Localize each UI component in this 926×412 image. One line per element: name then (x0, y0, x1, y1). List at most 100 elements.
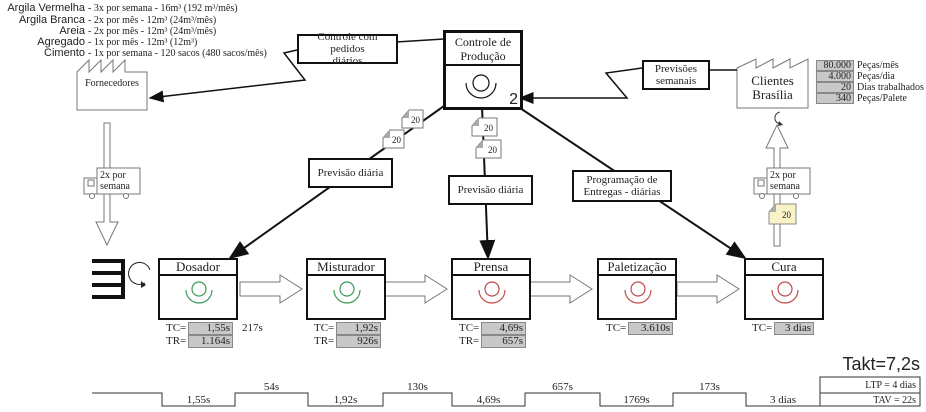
push-arrow-icon (384, 274, 448, 304)
operator-icon-red (624, 281, 652, 304)
prensa-data: TC=4,69s TR=657s (459, 322, 526, 348)
production-control-line2: Produção (460, 49, 506, 63)
timeline-lower-label: 1,92s (333, 394, 358, 406)
truck-outbound-line1: 2x por (770, 170, 796, 181)
delivery-schedule-line1: Programação de (586, 174, 658, 186)
production-control-title: Controle de Produção (446, 33, 520, 66)
operator-icon-red (771, 281, 799, 304)
customer-forecast-line2: semanais (655, 75, 697, 87)
truck-inbound-label: 2x por semana (100, 170, 130, 192)
supplier-row: Areia- 2x por mês - 12m³ (24m³/mês) (59, 25, 217, 38)
supplier-row: Cimento- 1x por semana - 120 sacos (480 … (44, 47, 267, 60)
forecast-dosador-label: Previsão diária (317, 167, 384, 179)
operator-icon-red (478, 281, 506, 304)
tr-value: 657s (481, 335, 526, 348)
operator-count: 2 (509, 91, 518, 108)
tc-label: TC= (166, 322, 187, 334)
timeline-lower-label: 1,55s (186, 394, 211, 406)
process-misturador[interactable]: Misturador (306, 258, 386, 320)
customer-forecast-line1: Previsões (654, 63, 698, 75)
customer-factory-label: Clientes Brasília (737, 74, 808, 102)
process-title: Misturador (308, 260, 384, 276)
tc-label: TC= (314, 322, 335, 334)
tr-value: 1.164s (188, 335, 233, 348)
dosador-extra-time: 217s (242, 322, 263, 334)
cura-data: TC=3 dias (752, 322, 814, 335)
customer-factory-icon (736, 58, 809, 109)
customer-name-line1: Clientes (751, 73, 794, 88)
process-prensa[interactable]: Prensa (451, 258, 531, 320)
kanban-card-icon (471, 117, 498, 137)
push-arrow-icon (239, 274, 303, 304)
process-title: Cura (746, 260, 822, 276)
forecast-prensa-label: Previsão diária (457, 184, 524, 196)
push-arrow-icon (676, 274, 740, 304)
truck-outbound-line2: semana (770, 181, 800, 192)
rotation-icon-supermarket (128, 261, 151, 288)
kanban-qty: 20 (392, 135, 401, 145)
kanban-qty: 20 (488, 145, 497, 155)
kanban-card-icon (382, 129, 405, 149)
process-dosador[interactable]: Dosador (158, 258, 238, 320)
tc-value: 4,69s (481, 322, 526, 335)
supplier-row: Argila Branca- 2x por mês - 12m³ (24m³/m… (18, 14, 217, 27)
tr-label: TR= (314, 335, 335, 347)
supermarket-icon (92, 259, 125, 299)
process-paletizacao[interactable]: Paletização (597, 258, 677, 320)
supplier-orders-line2: diários (332, 55, 363, 67)
kanban-qty: 20 (411, 115, 420, 125)
forecast-dosador-box[interactable]: Previsão diária (308, 158, 393, 188)
truck-icon-inbound (83, 167, 141, 199)
customer-name-line2: Brasília (752, 87, 793, 102)
electronic-info-line-supplier (148, 38, 445, 103)
paletizacao-data: TC=3.610s (606, 322, 673, 335)
takt-time: Takt=7,2s (842, 354, 920, 374)
truck-outbound-label: 2x por semana (770, 170, 800, 192)
electronic-info-line-customer (518, 67, 737, 104)
push-arrow-icon (529, 274, 593, 304)
dosador-data: TC=1,55s TR=1.164s (166, 322, 233, 348)
timeline-upper-label: 173s (699, 381, 720, 393)
tr-value: 926s (336, 335, 381, 348)
tr-label: TR= (166, 335, 187, 347)
supplier-factory-label: Fornecedores (85, 78, 139, 89)
operator-icon-green (185, 281, 213, 304)
tav-label: TAV = 22s (873, 395, 916, 406)
delivery-schedule-line2: Entregas - diárias (583, 186, 661, 198)
production-control-line1: Controle de (454, 35, 512, 49)
kanban-card-icon (401, 109, 424, 129)
tc-value: 1,55s (188, 322, 233, 335)
kanban-card-icon-outbound (768, 203, 797, 225)
forecast-prensa-box[interactable]: Previsão diária (448, 175, 533, 205)
timeline-lower-label: 4,69s (476, 394, 501, 406)
process-title: Paletização (599, 260, 675, 276)
kanban-qty: 20 (484, 123, 493, 133)
timeline-upper-label: 54s (263, 381, 280, 393)
timeline-lower-label: 1769s (623, 394, 650, 406)
truck-inbound-line2: semana (100, 181, 130, 192)
process-cura[interactable]: Cura (744, 258, 824, 320)
tc-label: TC= (459, 322, 480, 334)
rotation-icon-customer (774, 111, 783, 126)
process-title: Dosador (160, 260, 236, 276)
tr-label: TR= (459, 335, 480, 347)
timeline-lower-label: 3 dias (770, 394, 796, 406)
tc-value: 3 dias (774, 322, 814, 335)
kanban-card-icon (475, 139, 502, 159)
process-title: Prensa (453, 260, 529, 276)
timeline-upper-label: 130s (407, 381, 428, 393)
production-control-box[interactable]: Controle de Produção 2 (443, 30, 523, 110)
supplier-factory-icon (76, 58, 148, 111)
misturador-data: TC=1,92s TR=926s (314, 322, 381, 348)
supplier-row: Argila Vermelha- 3x por semana - 16m³ (1… (7, 2, 238, 15)
ltp-label: LTP = 4 dias (865, 380, 916, 391)
truck-icon-outbound (753, 167, 811, 199)
